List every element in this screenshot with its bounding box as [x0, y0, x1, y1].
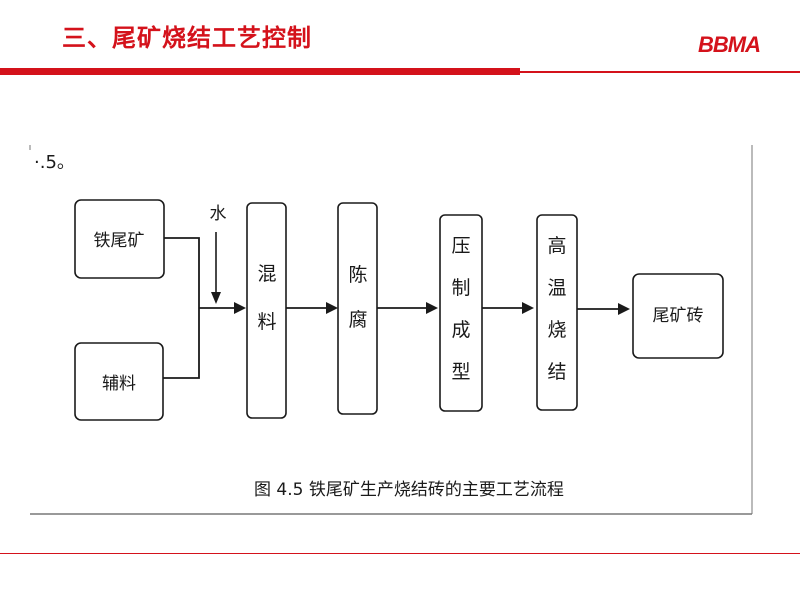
step-mixing-char-1: 混: [257, 263, 276, 285]
arrow-to-output: [618, 303, 630, 315]
step-box-mixing: [246, 202, 287, 419]
water-arrow-head: [211, 292, 221, 304]
page-title: 三、尾矿烧结工艺控制: [62, 24, 312, 52]
step-pressing-char-1: 压: [451, 235, 470, 257]
arrow-to-aging: [326, 302, 338, 314]
header-divider-thin: [520, 71, 800, 73]
connector-iron-tailings: [164, 237, 200, 308]
step-box-sintering: [536, 214, 578, 411]
output-box-tailings-brick: [632, 273, 724, 359]
input-box-iron-tailings: [74, 199, 165, 279]
connector-auxiliary: [163, 308, 200, 379]
arrow-to-pressing: [426, 302, 438, 314]
footer-divider: [0, 553, 800, 554]
step-aging-char-2: 腐: [348, 309, 367, 331]
brand-logo: BBMA: [698, 32, 761, 57]
input-label-iron-tailings: 铁尾矿: [94, 231, 145, 251]
arrow-to-mixing: [234, 302, 246, 314]
figure-corner-text: ·.5。: [34, 152, 75, 173]
input-label-auxiliary: 辅料: [102, 374, 136, 394]
figure-caption: 图 4.5 铁尾矿生产烧结砖的主要工艺流程: [254, 480, 564, 500]
step-pressing-char-4: 型: [451, 361, 470, 383]
output-label: 尾矿砖: [653, 306, 704, 326]
step-sintering-char-3: 烧: [547, 319, 566, 341]
step-aging-char-1: 陈: [348, 264, 367, 286]
step-sintering-char-4: 结: [547, 361, 566, 383]
header-divider: [0, 68, 520, 75]
input-box-auxiliary: [74, 342, 164, 421]
step-box-pressing: [439, 214, 483, 412]
step-sintering-char-1: 高: [547, 235, 566, 257]
step-mixing-char-2: 料: [257, 311, 276, 333]
arrow-to-sintering: [522, 302, 534, 314]
step-sintering-char-2: 温: [547, 277, 566, 299]
step-pressing-char-2: 制: [451, 277, 470, 299]
step-pressing-char-3: 成: [451, 319, 470, 341]
water-label: 水: [210, 204, 227, 224]
